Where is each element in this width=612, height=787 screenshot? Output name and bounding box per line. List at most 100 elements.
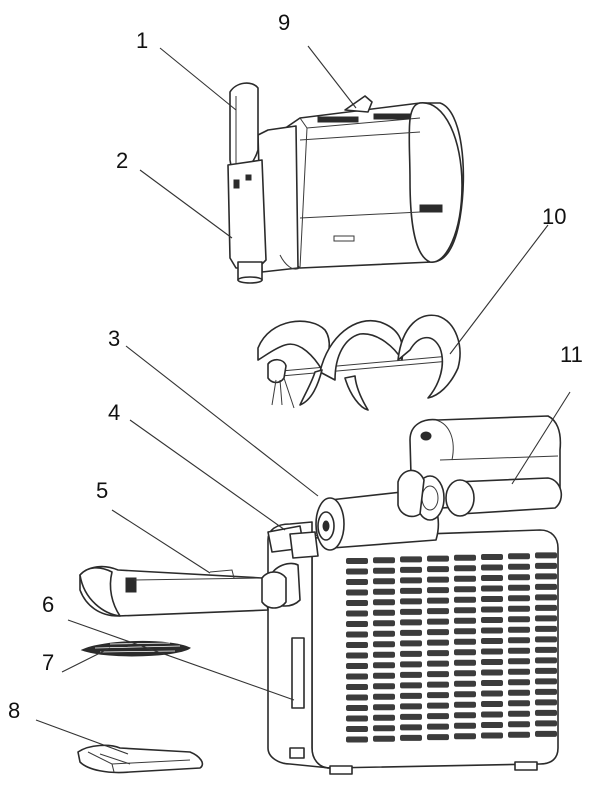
grille-slot: [346, 610, 368, 617]
grille-slot: [400, 629, 422, 636]
grille-slot: [346, 600, 368, 606]
grille-slot: [346, 631, 368, 638]
grille-slot: [535, 615, 557, 622]
grille-slot: [535, 699, 557, 706]
grille-slot: [373, 578, 395, 585]
bowl-tank: [257, 95, 465, 273]
grille-slot: [535, 604, 557, 611]
callout-8: 8: [8, 698, 20, 723]
grille-slot: [346, 684, 368, 690]
grille-slot: [508, 700, 530, 707]
grille-slot: [535, 636, 557, 643]
grille-slot: [535, 562, 557, 569]
grille-slot: [400, 713, 422, 720]
grille-slot: [508, 605, 530, 612]
grille-slot: [535, 730, 557, 737]
grille-slot: [427, 671, 449, 678]
callout-6: 6: [42, 592, 54, 617]
grille-slot: [427, 723, 449, 730]
grille-slot: [373, 599, 395, 606]
grille-slot: [481, 617, 503, 623]
grille-slot: [346, 558, 368, 564]
grille-slot: [481, 596, 503, 602]
grille-slot: [481, 627, 503, 634]
grille-slot: [535, 583, 557, 590]
callout-7: 7: [42, 650, 54, 675]
leader-6: [67, 619, 295, 701]
grille-slot: [508, 689, 530, 696]
grille-slot: [427, 660, 449, 667]
grille-slot: [535, 646, 557, 653]
grille-slot: [535, 657, 557, 664]
callout-11: 11: [560, 342, 583, 367]
grille-slot: [454, 607, 476, 614]
drip-tray-cover: [79, 565, 287, 617]
grille-slot: [346, 579, 368, 585]
grille-slot: [373, 641, 395, 648]
grille-slot: [535, 709, 557, 716]
drip-tray: [77, 744, 204, 774]
grille-slot: [427, 734, 449, 741]
grille-slot: [373, 557, 395, 564]
grille-slot: [400, 577, 422, 584]
grille-slot: [373, 630, 395, 637]
grille-slot: [454, 638, 476, 645]
grille-slot: [346, 652, 368, 659]
grille-slot: [373, 714, 395, 721]
grille-slot: [373, 672, 395, 679]
grille-slot: [373, 735, 395, 742]
leader-2: [139, 169, 233, 239]
grille-slot: [481, 680, 503, 686]
grille-slot: [373, 704, 395, 711]
grille-slot: [346, 736, 368, 743]
grille-slot: [346, 726, 368, 732]
grille-slot: [346, 621, 368, 627]
grille-slot: [400, 608, 422, 615]
grille-slot: [535, 678, 557, 685]
grille-slot: [373, 683, 395, 690]
grille-slot: [400, 682, 422, 689]
callout-5: 5: [96, 478, 108, 503]
grille-slot: [400, 598, 422, 605]
leader-lines: [35, 45, 571, 755]
grille-slot: [400, 566, 422, 573]
grille-slot: [508, 553, 530, 560]
callout-1: 1: [136, 28, 148, 53]
callout-3: 3: [108, 326, 120, 351]
grille-slot: [454, 712, 476, 719]
ventilation-grille: [346, 552, 557, 743]
grille-slot: [346, 589, 368, 596]
callout-9: 9: [278, 10, 290, 35]
callout-labels: 1 2 9 10 3 4 11 5 6 7 8: [8, 10, 583, 723]
grille-slot: [508, 626, 530, 633]
grille-slot: [508, 584, 530, 591]
grille-slot: [373, 651, 395, 658]
grille-slot: [535, 667, 557, 674]
grille-slot: [427, 576, 449, 583]
leader-10: [449, 224, 549, 355]
grille-slot: [373, 567, 395, 574]
grille-slot: [508, 647, 530, 654]
grille-slot: [535, 720, 557, 727]
grille-slot: [400, 556, 422, 563]
grille-slot: [481, 722, 503, 728]
grille-slot: [400, 661, 422, 668]
rear-evaporator-housing: [397, 415, 563, 521]
grille-slot: [481, 701, 503, 707]
grille-slot: [508, 595, 530, 602]
grille-slot: [508, 637, 530, 644]
grille-slot: [454, 659, 476, 666]
grille-slot: [346, 642, 368, 648]
grille-slot: [346, 568, 368, 575]
leader-4: [129, 419, 286, 531]
grille-slot: [400, 640, 422, 647]
grille-slot: [400, 671, 422, 678]
grille-slot: [481, 690, 503, 697]
grille-slot: [508, 668, 530, 675]
grille-slot: [400, 703, 422, 710]
grille-slot: [481, 669, 503, 676]
grille-slot: [454, 691, 476, 698]
grille-slot: [454, 733, 476, 740]
grille-slot: [481, 648, 503, 655]
grille-slot: [481, 554, 503, 560]
